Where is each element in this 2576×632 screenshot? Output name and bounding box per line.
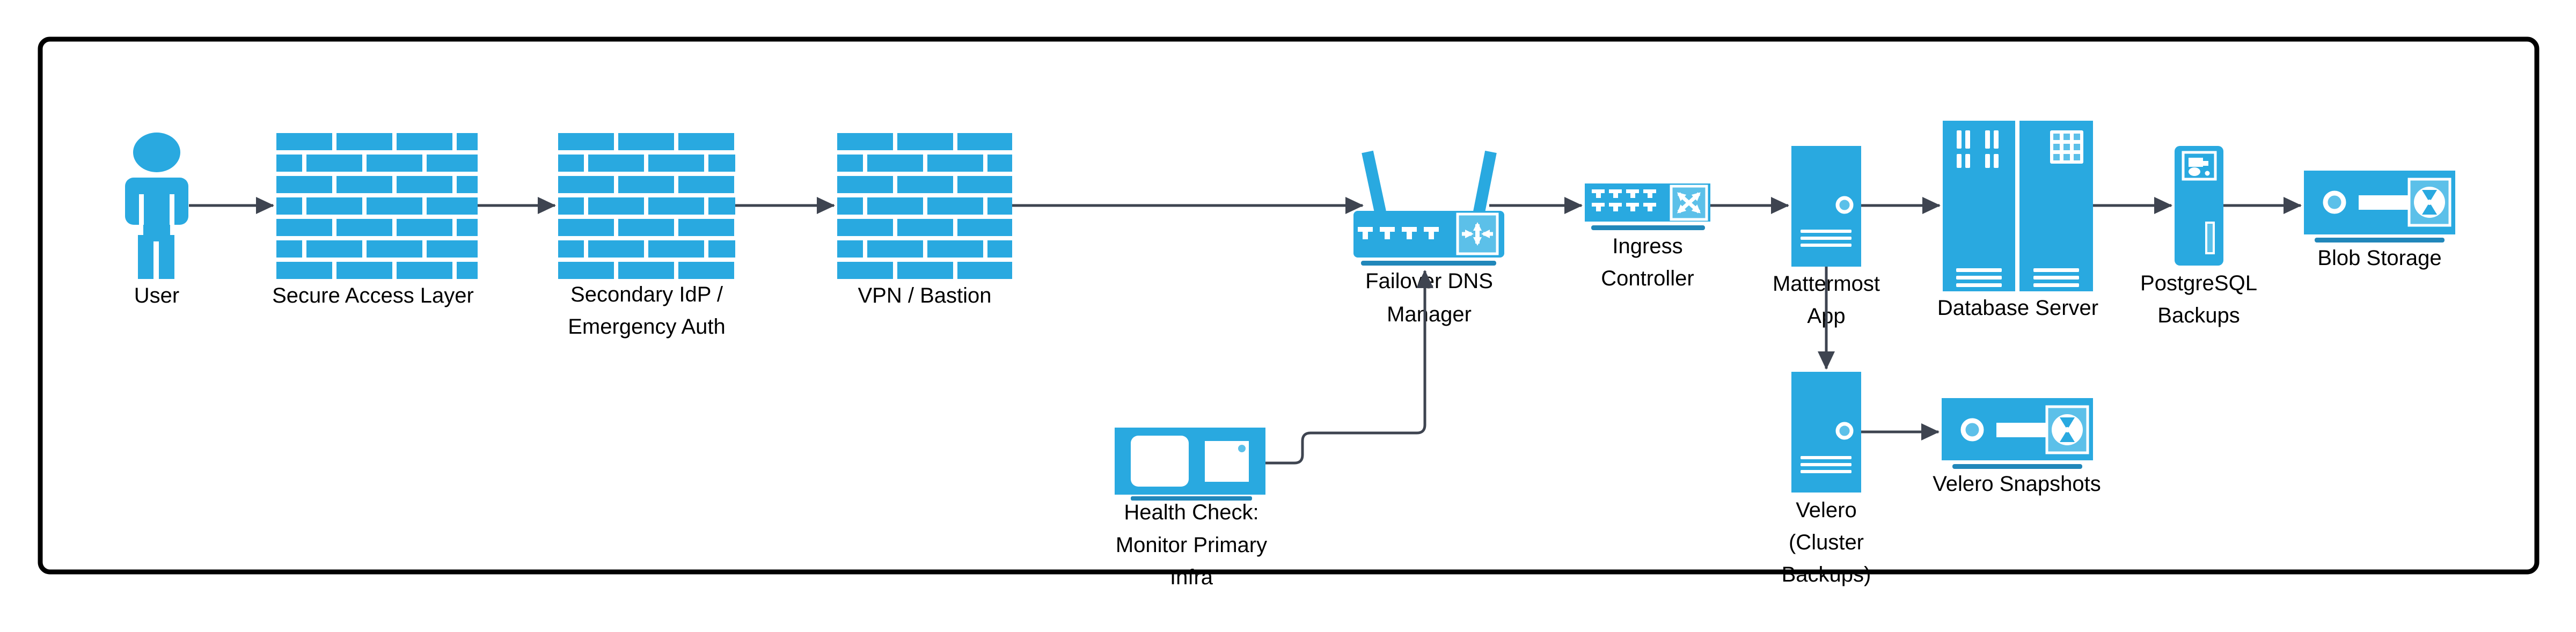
node-velero-label: (Cluster [1789, 531, 1864, 554]
wireless-router-icon [1353, 150, 1504, 266]
node-health-check-label: Health Check: [1124, 501, 1258, 524]
edge-health-check-failover-dns [1265, 270, 1433, 465]
node-failover-dns-label: Manager [1387, 303, 1472, 326]
node-secondary-idp-label: Emergency Auth [568, 315, 726, 339]
storage-appliance-icon [2304, 171, 2455, 242]
node-velero-label: Velero [1796, 498, 1856, 522]
node-blob-storage-label: Blob Storage [2317, 246, 2441, 270]
node-postgresql-backups-label: Backups [2157, 304, 2240, 327]
node-secure-access-layer-label: Secure Access Layer [272, 284, 474, 307]
person-icon [125, 133, 188, 279]
server-rack-icon [1943, 121, 2093, 291]
node-ingress-controller-label: Controller [1601, 267, 1694, 290]
node-health-check-label: Infra [1170, 565, 1213, 589]
node-health-check-label: Monitor Primary [1116, 533, 1267, 557]
node-database-server-label: Database Server [1937, 296, 2098, 320]
node-velero-label: Backups) [1782, 563, 1871, 586]
firewall-icon [558, 133, 735, 279]
node-vpn-bastion-label: VPN / Bastion [858, 284, 991, 307]
firewall-icon [837, 133, 1012, 279]
node-postgresql-backups-label: PostgreSQL [2140, 271, 2257, 295]
diagram-border [38, 36, 2540, 575]
tower-pc-icon [2175, 146, 2223, 266]
server-tower-icon [1791, 372, 1861, 493]
node-velero-snapshots-label: Velero Snapshots [1933, 472, 2101, 496]
node-ingress-controller-label: Ingress [1612, 234, 1682, 258]
node-failover-dns-label: Failover DNS [1365, 269, 1493, 293]
node-user-label: User [134, 284, 179, 307]
network-switch-icon [1585, 183, 1710, 230]
edges [189, 197, 2302, 465]
server-tower-icon [1791, 146, 1861, 267]
firewall-icon [276, 133, 478, 279]
workstation-icon [1115, 428, 1265, 501]
node-secondary-idp-label: Secondary IdP / [570, 283, 723, 306]
storage-appliance-icon [1942, 398, 2093, 469]
